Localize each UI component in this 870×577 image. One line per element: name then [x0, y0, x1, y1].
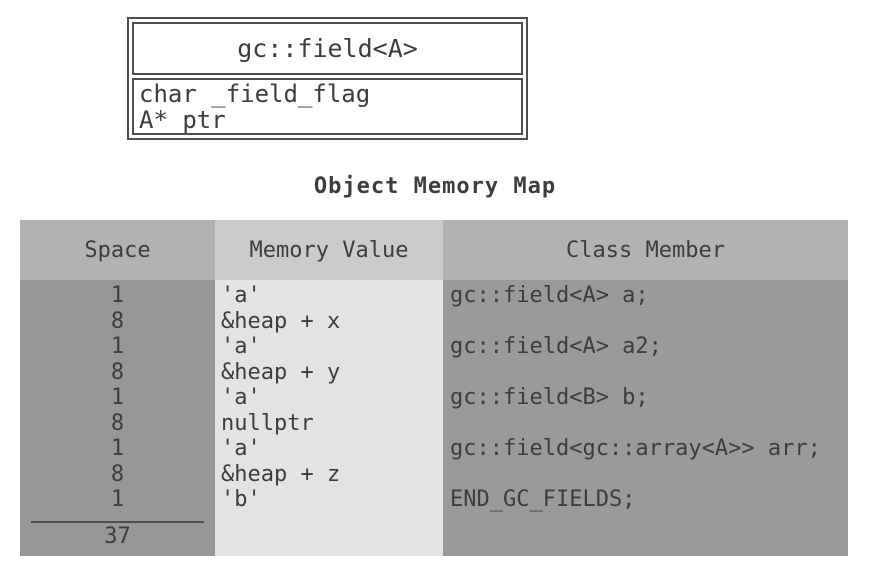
class-member-cell: gc::field<B> b; — [450, 385, 649, 410]
memory-value-cell: nullptr — [221, 410, 314, 436]
class-member-cell: END_GC_FIELDS; — [450, 487, 636, 512]
space-cell: 1 — [110, 436, 125, 461]
space-column-body: 1 8 1 8 1 8 1 8 1 37 — [20, 280, 215, 556]
memory-value-cell: 'b' — [221, 487, 261, 512]
memory-values: 'a' &heap + x 'a' &heap + y 'a' nullptr … — [221, 283, 443, 513]
space-values: 1 8 1 8 1 8 1 8 1 — [20, 283, 215, 513]
memory-map-table: Space Memory Value Class Member 1 8 1 8 … — [20, 220, 848, 556]
space-total: 37 — [104, 523, 131, 549]
class-box-fields: char _field_flag A* ptr — [132, 78, 523, 135]
memory-value-cell: &heap + z — [221, 461, 341, 487]
class-box-field: char _field_flag — [139, 80, 371, 108]
space-cell: 1 — [110, 385, 125, 410]
sum-line — [31, 520, 204, 523]
header-space: Space — [20, 220, 215, 280]
memory-value-cell: 'a' — [221, 385, 261, 410]
class-member-cell: gc::field<A> a; — [450, 283, 649, 308]
class-member-cell — [450, 411, 848, 437]
class-member-cell: gc::field<A> a2; — [450, 334, 662, 359]
header-class-member: Class Member — [443, 220, 848, 280]
memory-value-cell: 'a' — [221, 436, 261, 461]
memory-map-title: Object Memory Map — [313, 174, 557, 199]
space-cell: 1 — [110, 283, 125, 308]
space-cell: 1 — [110, 334, 125, 359]
class-box-title: gc::field<A> — [132, 22, 523, 75]
class-member-cell — [450, 462, 848, 488]
class-member-column-body: gc::field<A> a; gc::field<A> a2; gc::fie… — [443, 280, 848, 556]
class-member-cell — [450, 360, 848, 386]
space-cell: 1 — [110, 487, 125, 512]
space-cell: 8 — [110, 461, 125, 487]
space-cell: 8 — [110, 308, 125, 334]
class-member-cell — [450, 309, 848, 335]
class-members: gc::field<A> a; gc::field<A> a2; gc::fie… — [450, 283, 848, 513]
memory-value-column-body: 'a' &heap + x 'a' &heap + y 'a' nullptr … — [215, 280, 443, 556]
memory-value-cell: 'a' — [221, 334, 261, 359]
memory-value-cell: 'a' — [221, 283, 261, 308]
space-cell: 8 — [110, 359, 125, 385]
class-box: gc::field<A> char _field_flag A* ptr — [127, 17, 528, 140]
space-cell: 8 — [110, 410, 125, 436]
class-box-field: A* ptr — [139, 106, 226, 134]
memory-value-cell: &heap + y — [221, 359, 341, 385]
header-memory-value: Memory Value — [215, 220, 443, 280]
class-member-cell: gc::field<gc::array<A>> arr; — [450, 436, 821, 461]
memory-value-cell: &heap + x — [221, 308, 341, 334]
